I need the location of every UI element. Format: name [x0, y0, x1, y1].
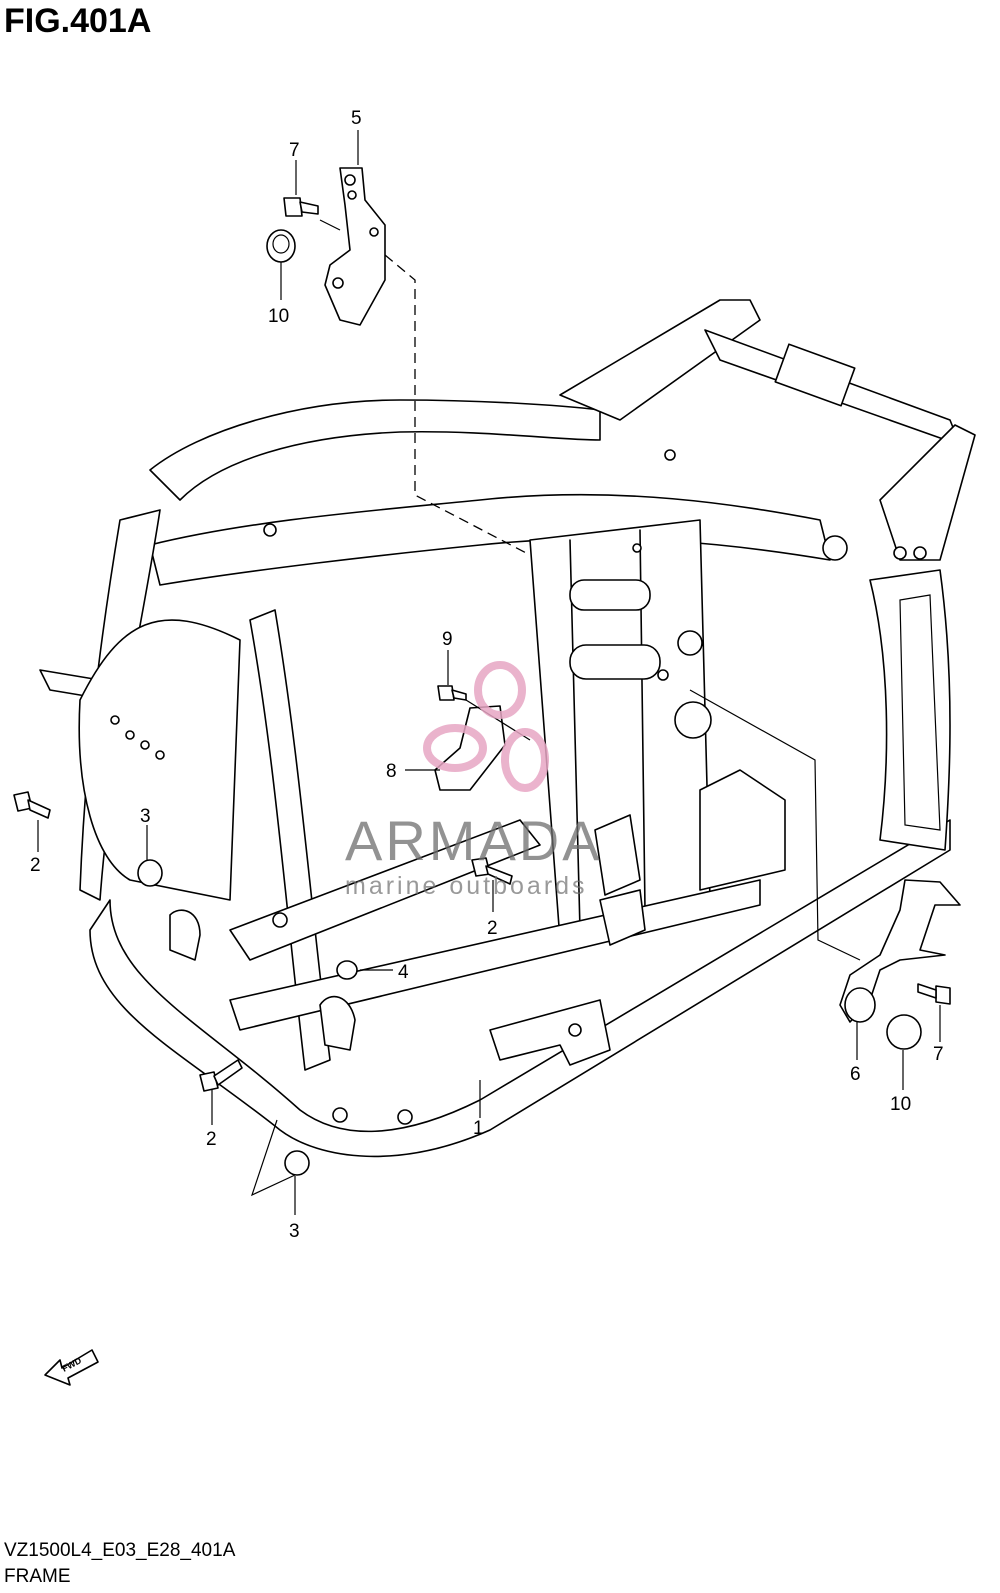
callout-5: 5 — [351, 108, 362, 129]
bolt-part-9 — [437, 685, 467, 701]
watermark-brand: ARMADA — [345, 809, 603, 872]
callout-6: 6 — [850, 1064, 861, 1085]
bolt-part-2-left — [13, 791, 51, 819]
frame-body — [39, 299, 976, 1158]
bolt-part-7-top — [283, 197, 319, 217]
cap-part-10-right — [886, 1014, 922, 1050]
nut-part-3-lower — [284, 1150, 310, 1176]
callout-1: 1 — [473, 1118, 484, 1139]
figure-code: VZ1500L4_E03_E28_401A — [4, 1540, 236, 1561]
bolt-part-2-lower — [199, 1059, 243, 1092]
fwd-arrow-icon: FWD — [44, 1349, 99, 1386]
callout-10-right: 10 — [890, 1094, 911, 1115]
callout-3-left: 3 — [140, 806, 151, 827]
callout-10-top: 10 — [268, 306, 289, 327]
callout-numbers: 5 7 10 9 8 2 3 2 4 2 3 1 6 7 10 — [30, 108, 944, 1242]
bracket-part-6 — [839, 879, 961, 1023]
figure-title: FIG.401A — [4, 2, 152, 40]
watermark-tagline: marine outboards — [345, 872, 588, 900]
callout-9: 9 — [442, 629, 453, 650]
callout-7-top: 7 — [289, 140, 300, 161]
plug-part-4 — [336, 960, 358, 980]
bolt-part-2-center — [471, 857, 513, 885]
callout-8: 8 — [386, 761, 397, 782]
nut-part-3-left — [137, 859, 163, 887]
callout-2-left: 2 — [30, 855, 41, 876]
figure-name: FRAME — [4, 1566, 71, 1587]
bolt-part-7-right — [917, 983, 951, 1005]
bracket-part-8 — [434, 705, 506, 791]
watermark-logo — [423, 661, 549, 792]
callout-4: 4 — [398, 962, 409, 983]
callout-7-right: 7 — [933, 1044, 944, 1065]
callout-3-lower: 3 — [289, 1221, 300, 1242]
callout-2-center: 2 — [487, 918, 498, 939]
callout-2-lower: 2 — [206, 1129, 217, 1150]
